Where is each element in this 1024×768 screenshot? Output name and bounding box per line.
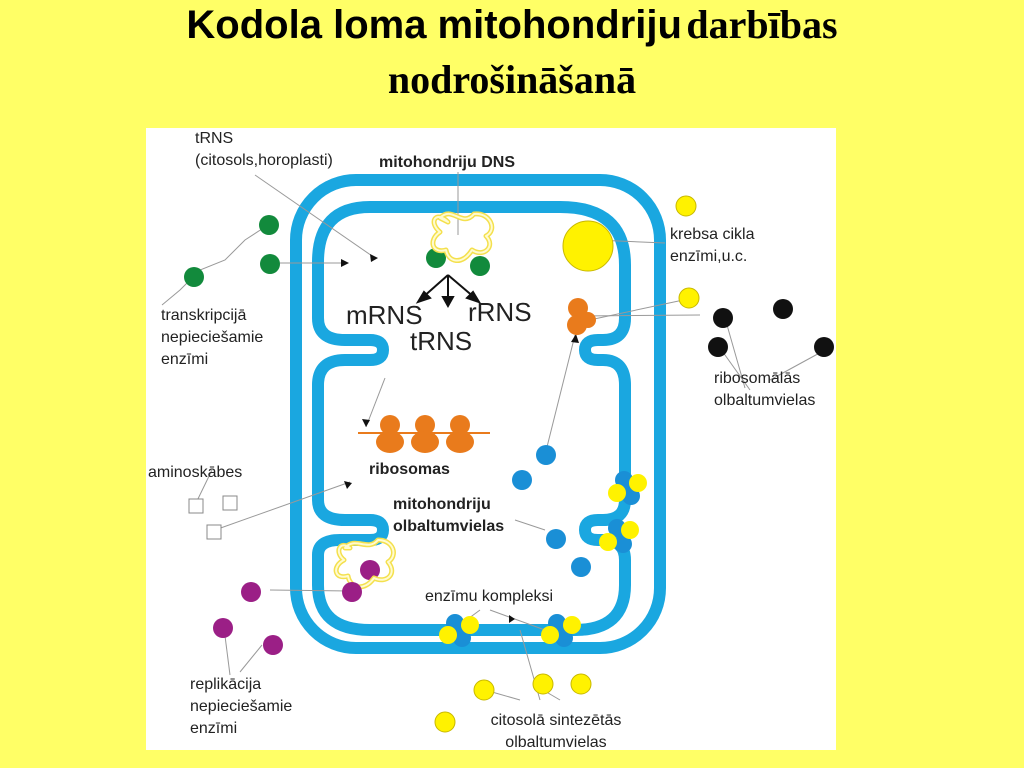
ribosomal-proteins bbox=[708, 299, 834, 357]
ribosomal-line2: olbaltumvielas bbox=[714, 392, 816, 409]
replication-dna-coil bbox=[333, 537, 396, 590]
mito-dna-coil bbox=[426, 211, 495, 276]
krebs-line1: krebsa cikla bbox=[670, 226, 755, 243]
amino-acid-boxes bbox=[188, 495, 238, 540]
ribosomal-proteins-label: ribosomālās olbaltumvielas bbox=[714, 368, 815, 412]
transcription-enzymes-label: transkripcijā nepieciešamie enzīmi bbox=[161, 305, 263, 371]
transcription-line3: enzīmi bbox=[161, 351, 209, 368]
trns-cytosol-line2: (citosols,horoplasti) bbox=[195, 152, 333, 169]
krebs-label: krebsa cikla enzīmi,u.c. bbox=[670, 224, 754, 268]
replication-line2: nepieciešamie bbox=[190, 698, 293, 715]
cytosolic-proteins bbox=[434, 673, 592, 733]
mito-proteins-line1: mitohondriju bbox=[393, 496, 491, 513]
mrns-label: mRNS bbox=[346, 300, 423, 330]
import-complex-upper bbox=[608, 471, 647, 505]
replication-enzymes-label: replikācija nepieciešamie enzīmi bbox=[190, 674, 292, 740]
krebs-enzyme-large bbox=[562, 220, 614, 272]
title-part-2: darbības bbox=[686, 2, 838, 47]
ribosome-1 bbox=[376, 415, 404, 453]
mito-proteins-label: mitohondriju olbaltumvielas bbox=[393, 494, 504, 538]
enzyme-complex-right bbox=[541, 614, 581, 647]
yellow-protein-outside bbox=[678, 287, 700, 309]
cytosol-line2: olbaltumvielas bbox=[505, 734, 607, 751]
cytosol-proteins-label: citosolā sintezētās olbaltumvielas bbox=[466, 710, 646, 754]
slide-title: Kodola loma mitohondriju darbības nodroš… bbox=[0, 2, 1024, 103]
enzyme-complexes-label: enzīmu kompleksi bbox=[425, 588, 554, 605]
trns-cytosol-line1: tRNS bbox=[195, 130, 234, 147]
cytosol-line1: citosolā sintezētās bbox=[490, 712, 622, 729]
ribosome-assembly bbox=[567, 298, 596, 335]
ribosome-3 bbox=[446, 415, 474, 453]
krebs-enzyme-small bbox=[675, 195, 697, 217]
transcription-line2: nepieciešamie bbox=[161, 329, 264, 346]
transcription-line1: transkripcijā bbox=[161, 307, 247, 324]
enzyme-complex-left bbox=[439, 614, 479, 647]
replication-purple-ball bbox=[360, 560, 380, 580]
mito-proteins-line2: olbaltumvielas bbox=[393, 518, 505, 535]
dna-green-ball-right bbox=[470, 256, 490, 276]
outer-membrane bbox=[290, 174, 666, 654]
replication-enzymes bbox=[213, 582, 362, 655]
trns-cytosol-label: tRNS (citosols,horoplasti) bbox=[195, 128, 333, 172]
import-complex-lower bbox=[599, 519, 639, 553]
ribosome-2 bbox=[411, 415, 439, 453]
trns-label: tRNS bbox=[410, 326, 473, 356]
ribosomal-line1: ribosomālās bbox=[714, 370, 801, 387]
krebs-line2: enzīmi,u.c. bbox=[670, 248, 748, 265]
ribosomes-label: ribosomas bbox=[369, 461, 450, 478]
rrns-label: rRNS bbox=[468, 297, 532, 327]
ribosome-chain bbox=[358, 415, 490, 453]
title-part-1: Kodola loma mitohondriju bbox=[186, 3, 682, 47]
mito-dns-label: mitohondriju DNS bbox=[379, 154, 515, 171]
transcription-enzymes bbox=[184, 215, 280, 287]
mito-proteins bbox=[512, 445, 591, 577]
title-line-2: nodrošināšanā bbox=[387, 57, 637, 102]
replication-line3: enzīmi bbox=[190, 720, 238, 737]
title-line-1: Kodola loma mitohondriju darbības bbox=[0, 2, 1024, 57]
amino-acids-label: aminoskābes bbox=[148, 464, 243, 481]
replication-line1: replikācija bbox=[190, 676, 262, 693]
transcription-arrows bbox=[415, 274, 482, 309]
